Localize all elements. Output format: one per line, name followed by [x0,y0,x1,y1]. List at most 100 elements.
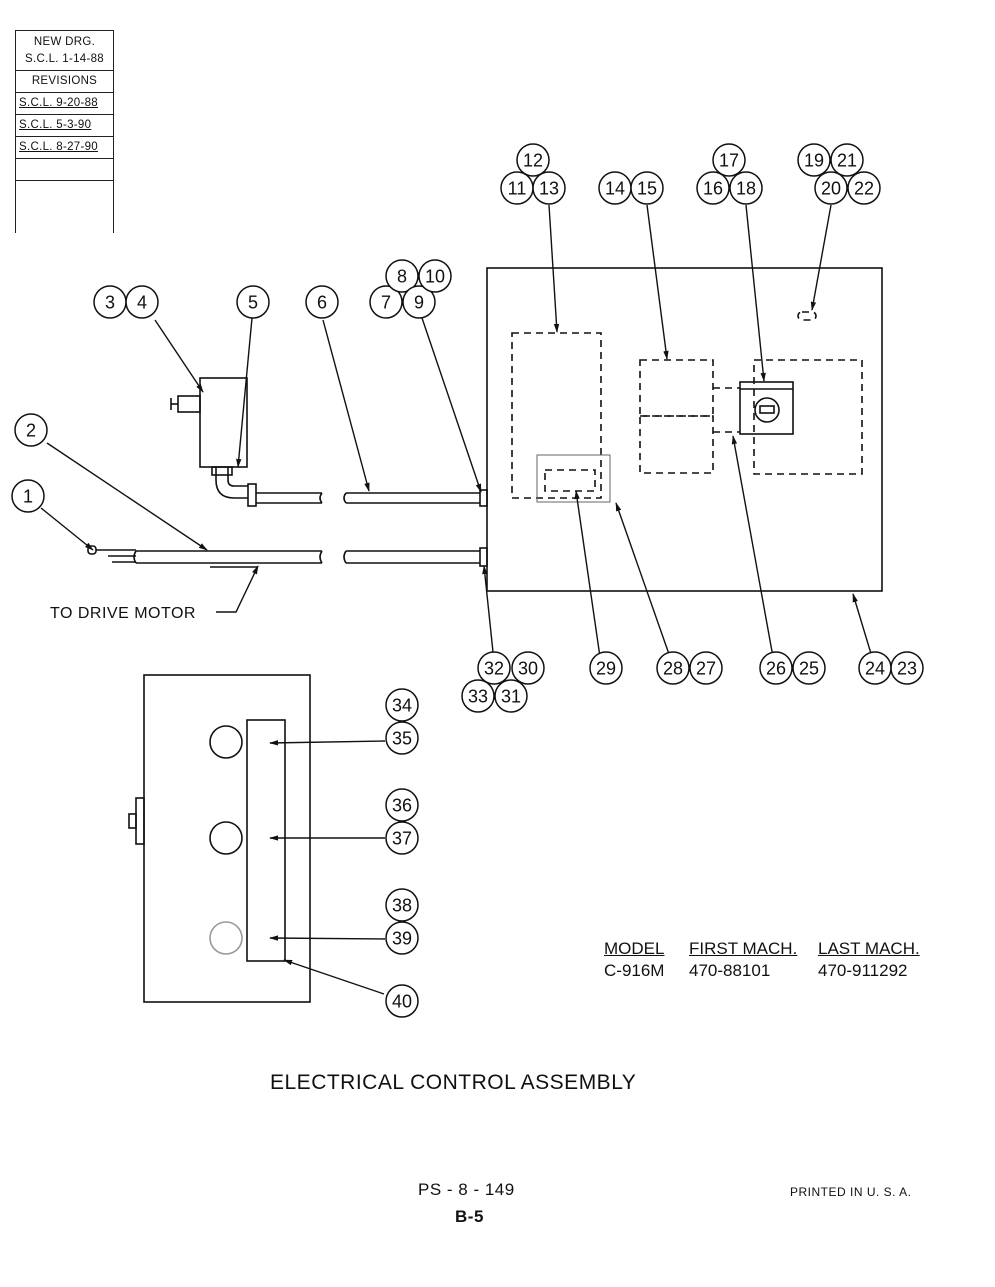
callout-16: 16 [696,171,730,205]
callout-22: 22 [847,171,881,205]
callout-label: 23 [897,659,917,679]
model-header: MODEL [604,939,665,958]
callout-label: 37 [392,829,412,849]
callout-26: 26 [759,651,793,685]
callout-12: 12 [516,143,550,177]
callout-17: 17 [712,143,746,177]
last-mach-value: 470-911292 [818,961,908,980]
last-mach-column: LAST MACH. 470-911292 [818,938,920,982]
revisions-title: REVISIONS [16,71,113,93]
new-drawing-cell: NEW DRG. S.C.L. 1-14-88 [16,31,113,71]
callout-20: 20 [814,171,848,205]
switch-dashed-box [753,359,863,475]
callout-3: 3 [93,285,127,319]
model-column: MODEL C-916M [604,938,664,982]
small-dashed-part [797,311,817,321]
new-drawing-date: S.C.L. 1-14-88 [25,53,104,65]
callout-label: 16 [703,179,723,199]
callout-27: 27 [689,651,723,685]
callout-9: 9 [402,285,436,319]
callout-label: 21 [837,151,857,171]
callout-label: 17 [719,151,739,171]
drawing-title: ELECTRICAL CONTROL ASSEMBLY [270,1071,637,1094]
callout-4: 4 [125,285,159,319]
callout-2: 2 [14,413,48,447]
first-mach-header: FIRST MACH. [689,939,798,958]
callout-label: 6 [317,293,327,313]
callout-label: 3 [105,293,115,313]
callout-label: 39 [392,929,412,949]
page-code: PS - 8 - 149 [418,1180,515,1199]
callout-label: 14 [605,179,625,199]
callout-33: 33 [461,679,495,713]
callout-label: 18 [736,179,756,199]
callout-label: 31 [501,687,521,707]
revision-entry: S.C.L. 9-20-88 [16,93,113,115]
callout-label: 30 [518,659,538,679]
pushbutton [209,921,243,955]
selector-switch [739,381,794,435]
callout-label: 11 [508,179,527,199]
pushbutton [209,725,243,759]
callout-13: 13 [532,171,566,205]
callout-label: 29 [596,659,616,679]
callout-label: 5 [248,293,258,313]
callout-39: 39 [385,921,419,955]
callout-label: 22 [854,179,874,199]
relay-upper-dashed [639,359,714,417]
callout-label: 19 [804,151,824,171]
callout-label: 40 [392,992,412,1012]
callout-label: 34 [392,696,412,716]
first-mach-value: 470-88101 [689,961,771,980]
callout-23: 23 [890,651,924,685]
callout-37: 37 [385,821,419,855]
callout-11: 11 [500,171,534,205]
callout-label: 24 [865,659,885,679]
callout-label: 1 [23,487,33,507]
callout-25: 25 [792,651,826,685]
callout-label: 4 [137,293,147,313]
callout-label: 38 [392,896,412,916]
callout-label: 8 [397,267,407,287]
callout-label: 7 [381,293,391,313]
callout-18: 18 [729,171,763,205]
terminal-dashed [544,469,596,492]
callout-32: 32 [477,651,511,685]
callout-label: 33 [468,687,488,707]
callout-1: 1 [11,479,45,513]
callout-label: 15 [637,179,657,199]
callout-label: 25 [799,659,819,679]
callout-label: 26 [766,659,786,679]
revision-entry: S.C.L. 5-3-90 [16,115,113,137]
callout-40: 40 [385,984,419,1018]
callout-label: 35 [392,729,412,749]
new-drawing-label: NEW DRG. [33,36,96,48]
revision-block: NEW DRG. S.C.L. 1-14-88 REVISIONS S.C.L.… [15,30,114,233]
callout-10: 10 [418,259,452,293]
callout-31: 31 [494,679,528,713]
callout-8: 8 [385,259,419,293]
callout-label: 28 [663,659,683,679]
callout-6: 6 [305,285,339,319]
revision-entry-blank [16,159,113,181]
relay-lower-dashed [639,415,714,474]
pushbutton [209,821,243,855]
callout-30: 30 [511,651,545,685]
callout-7: 7 [369,285,403,319]
motor-label: TO DRIVE MOTOR [50,605,196,622]
callout-label: 36 [392,796,412,816]
callout-label: 12 [523,151,543,171]
control-enclosure [486,267,883,592]
callout-label: 20 [821,179,841,199]
page-number: B-5 [455,1207,484,1226]
callout-label: 2 [26,421,36,441]
printed-note: PRINTED IN U. S. A. [790,1185,912,1199]
callout-38: 38 [385,888,419,922]
last-mach-header: LAST MACH. [818,939,920,958]
callout-28: 28 [656,651,690,685]
callout-24: 24 [858,651,892,685]
callout-5: 5 [236,285,270,319]
model-value: C-916M [604,961,665,980]
